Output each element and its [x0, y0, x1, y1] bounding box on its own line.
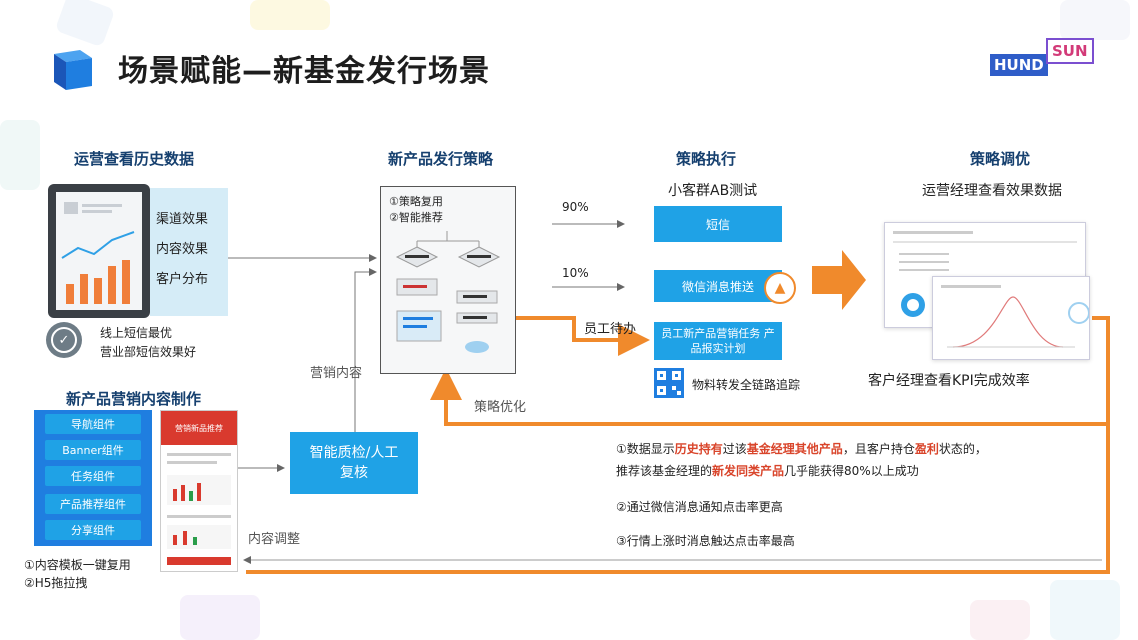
section-content-title: 新产品营销内容制作 — [66, 390, 202, 408]
employee-task-button[interactable]: 员工新产品营销任务 产品报实计划 — [654, 322, 782, 360]
pct-90-label: 90% — [562, 200, 589, 214]
section-strategy-title: 新产品发行策略 — [388, 150, 494, 168]
effect-label: 内容效果 — [156, 242, 209, 257]
check-icon: ✓ — [46, 322, 82, 358]
content-note: ②H5拖拉拽 — [24, 576, 88, 590]
preview-body — [167, 453, 231, 565]
section-exec-title: 策略执行 — [676, 150, 737, 168]
content-adjust-label: 内容调整 — [248, 532, 301, 547]
component-item[interactable]: 导航组件 — [45, 414, 141, 434]
history-effects-panel: 渠道效果 内容效果 客户分布 — [150, 188, 228, 316]
insight-line-4: ③行情上涨时消息触达点击率最高 — [616, 534, 795, 548]
page-title: 场景赋能—新基金发行场景 — [118, 54, 490, 89]
material-tracking-label: 物料转发全链路追踪 — [692, 378, 801, 392]
component-item[interactable]: Banner组件 — [45, 440, 141, 460]
section-tune-title: 策略调优 — [970, 150, 1031, 168]
decor-block — [250, 0, 330, 30]
hundsun-logo: HUND SUN — [990, 38, 1096, 78]
review-box[interactable]: 智能质检/人工复核 — [290, 432, 418, 494]
content-note: ①内容模板一键复用 — [24, 558, 131, 572]
flame-icon: ▲ — [764, 272, 796, 304]
flowchart-graphic — [395, 231, 501, 353]
strategy-flowchart: ①策略复用 ②智能推荐 — [380, 186, 516, 374]
history-chart — [61, 202, 135, 304]
marketing-content-label: 营销内容 — [310, 366, 363, 381]
decor-block — [180, 595, 260, 640]
decor-block — [1060, 0, 1130, 40]
employee-task-label: 员工待办 — [584, 322, 637, 337]
effect-label: 渠道效果 — [156, 212, 209, 227]
decor-block — [1050, 580, 1120, 640]
history-note: 营业部短信效果好 — [100, 345, 197, 359]
ab-test-label: 小客群AB测试 — [668, 183, 758, 199]
history-tablet — [48, 184, 150, 318]
component-item[interactable]: 产品推荐组件 — [45, 494, 141, 514]
decor-block — [0, 120, 40, 190]
history-note: 线上短信最优 — [100, 326, 173, 340]
kpi-label: 客户经理查看KPI完成效率 — [868, 373, 1030, 389]
wechat-push-button[interactable]: 微信消息推送 — [654, 270, 782, 302]
decor-block — [970, 600, 1030, 640]
component-item[interactable]: 任务组件 — [45, 466, 141, 486]
component-list: 导航组件 Banner组件 任务组件 产品推荐组件 分享组件 — [34, 410, 152, 546]
tablet-screen — [56, 192, 142, 310]
kpi-chart-screenshot — [932, 276, 1090, 360]
tune-subtitle: 运营经理查看效果数据 — [922, 183, 1062, 199]
component-item[interactable]: 分享组件 — [45, 520, 141, 540]
insight-line-1: ①数据显示历史持有过该基金经理其他产品，且客户持仓盈利状态的， — [616, 442, 987, 456]
strategy-item: ②智能推荐 — [389, 211, 443, 224]
sms-button[interactable]: 短信 — [654, 206, 782, 242]
h5-page-preview: 营销新品推荐 — [160, 410, 238, 572]
section-history-title: 运营查看历史数据 — [74, 150, 195, 168]
insight-line-2: 推荐该基金经理的新发同类产品几乎能获得80%以上成功 — [616, 464, 919, 478]
pct-10-label: 10% — [562, 266, 589, 280]
insight-line-3: ②通过微信消息通知点击率更高 — [616, 500, 783, 514]
preview-header: 营销新品推荐 — [161, 411, 237, 445]
effect-label: 客户分布 — [156, 272, 209, 287]
strategy-item: ①策略复用 — [389, 195, 443, 208]
cube-icon — [54, 50, 92, 90]
qr-code-icon — [654, 368, 684, 398]
strategy-optimize-label: 策略优化 — [474, 400, 527, 415]
